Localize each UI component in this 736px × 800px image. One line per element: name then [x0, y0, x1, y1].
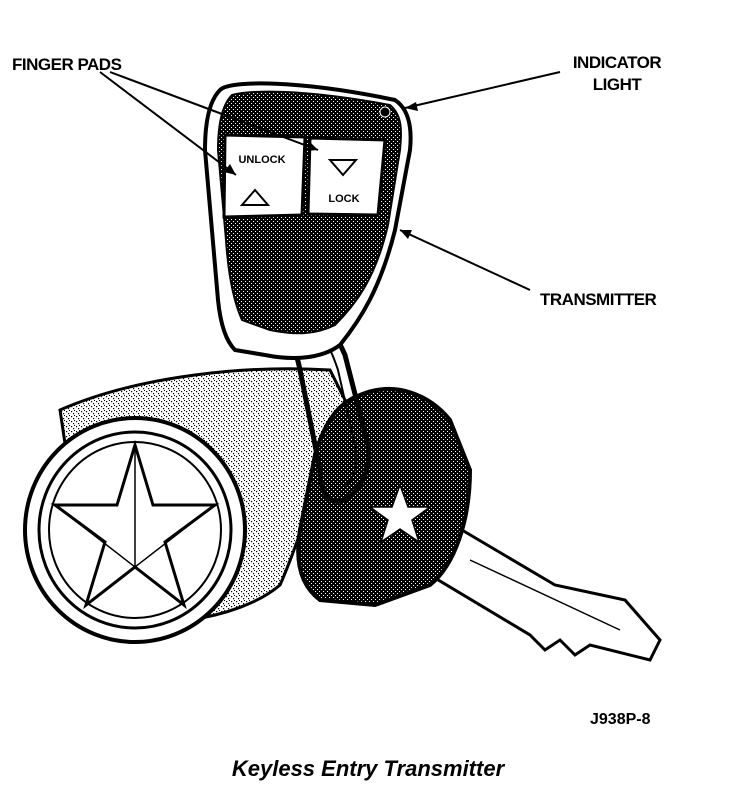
ignition-key-illustration: [296, 387, 662, 662]
key-star-icon: [367, 482, 433, 544]
finger-pads-label: FINGER PADS: [12, 55, 122, 74]
transmitter-body: [202, 81, 413, 360]
unlock-button[interactable]: UNLOCK: [222, 133, 307, 219]
indicator-light-label-line1: INDICATOR: [573, 53, 662, 72]
unlock-label: UNLOCK: [238, 154, 285, 166]
transmitter-label: TRANSMITTER: [540, 290, 657, 309]
triangle-up-icon: [239, 188, 271, 206]
indicator-light: [379, 106, 391, 118]
figure-caption: Keyless Entry Transmitter: [231, 756, 505, 781]
indicator-light-label-line2: LIGHT: [593, 75, 643, 94]
figure-id: J938P-8: [590, 711, 651, 728]
lock-button[interactable]: LOCK: [306, 136, 387, 217]
triangle-down-icon: [327, 159, 359, 177]
leader-lines: [99, 71, 561, 291]
lock-label: LOCK: [328, 193, 359, 205]
key-fob-illustration: [23, 367, 347, 644]
